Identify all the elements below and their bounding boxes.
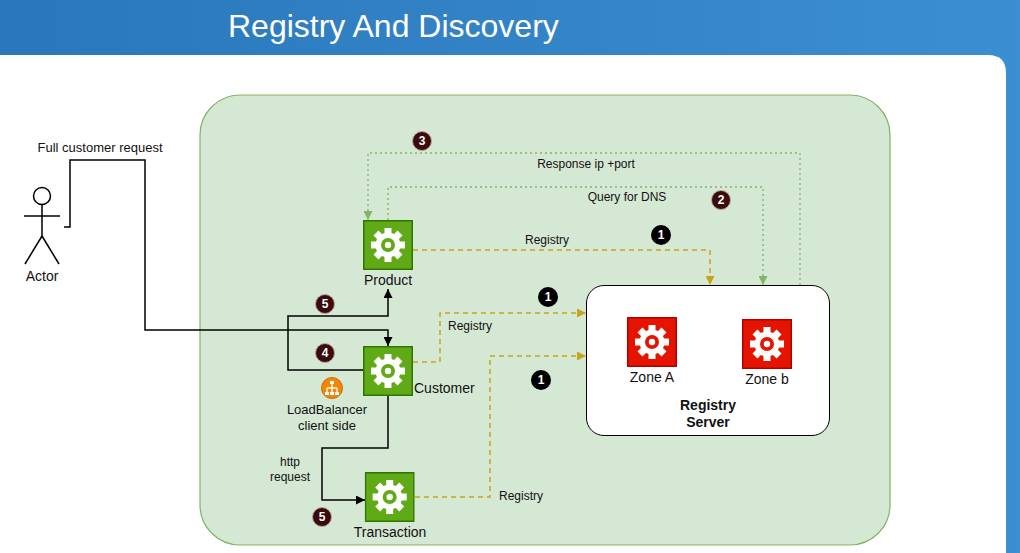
gear-icon bbox=[742, 319, 792, 369]
service-node: Transaction bbox=[354, 472, 427, 540]
service-node: Product bbox=[363, 220, 413, 288]
callout-number: 1 bbox=[531, 370, 551, 390]
edge-label: Response ip +port bbox=[535, 157, 637, 172]
callout-number: 3 bbox=[412, 131, 432, 151]
node-label: Transaction bbox=[354, 524, 427, 540]
node-title: Registry Server bbox=[663, 397, 753, 431]
gear-icon bbox=[627, 317, 677, 367]
connector bbox=[415, 356, 586, 497]
edge-label: Full customer request bbox=[36, 140, 165, 155]
registry-server-box: Registry Server Zone A Zone b bbox=[586, 285, 830, 436]
callout-number: 4 bbox=[315, 343, 335, 363]
edge-label: http request bbox=[262, 455, 318, 485]
page-title: Registry And Discovery bbox=[228, 8, 559, 45]
node-label: Actor bbox=[26, 268, 59, 284]
connector bbox=[388, 187, 763, 285]
edge-label: Registry bbox=[523, 233, 571, 248]
node-label: Zone b bbox=[745, 371, 789, 387]
edge-label: Registry bbox=[497, 489, 545, 504]
text-holder: Registry Server bbox=[587, 397, 829, 431]
gear-icon bbox=[365, 472, 415, 522]
gear-icon bbox=[366, 473, 415, 522]
system-region bbox=[200, 95, 890, 545]
gear-icon bbox=[628, 318, 677, 367]
zone-node: Zone b bbox=[742, 319, 792, 387]
connector bbox=[413, 313, 586, 362]
service-node: Customer bbox=[363, 346, 475, 396]
callout-number: 5 bbox=[315, 294, 335, 314]
gear-icon bbox=[363, 346, 413, 396]
node-label: Zone A bbox=[630, 369, 674, 385]
actor-node: Actor bbox=[20, 186, 64, 284]
connector bbox=[413, 250, 710, 285]
component-label: LoadBalancer client side bbox=[277, 402, 377, 434]
callout-number: 2 bbox=[711, 190, 731, 210]
actor-figure bbox=[20, 186, 64, 266]
edge-label: Query for DNS bbox=[586, 190, 669, 205]
gear-icon bbox=[364, 221, 413, 270]
load-balancer-icon bbox=[322, 378, 343, 399]
gear-icon bbox=[743, 320, 792, 369]
content-panel bbox=[0, 55, 1006, 553]
gear-icon bbox=[364, 347, 413, 396]
connector bbox=[64, 160, 388, 346]
edge-label: Registry bbox=[446, 319, 494, 334]
connector bbox=[368, 153, 800, 285]
gear-icon bbox=[363, 220, 413, 270]
zone-node: Zone A bbox=[627, 317, 677, 385]
callout-number: 1 bbox=[651, 225, 671, 245]
node-label: Product bbox=[364, 272, 412, 288]
actor-figure bbox=[24, 188, 60, 265]
callout-number: 1 bbox=[538, 287, 558, 307]
callout-number: 5 bbox=[312, 507, 332, 527]
node-label: Customer bbox=[414, 380, 475, 396]
